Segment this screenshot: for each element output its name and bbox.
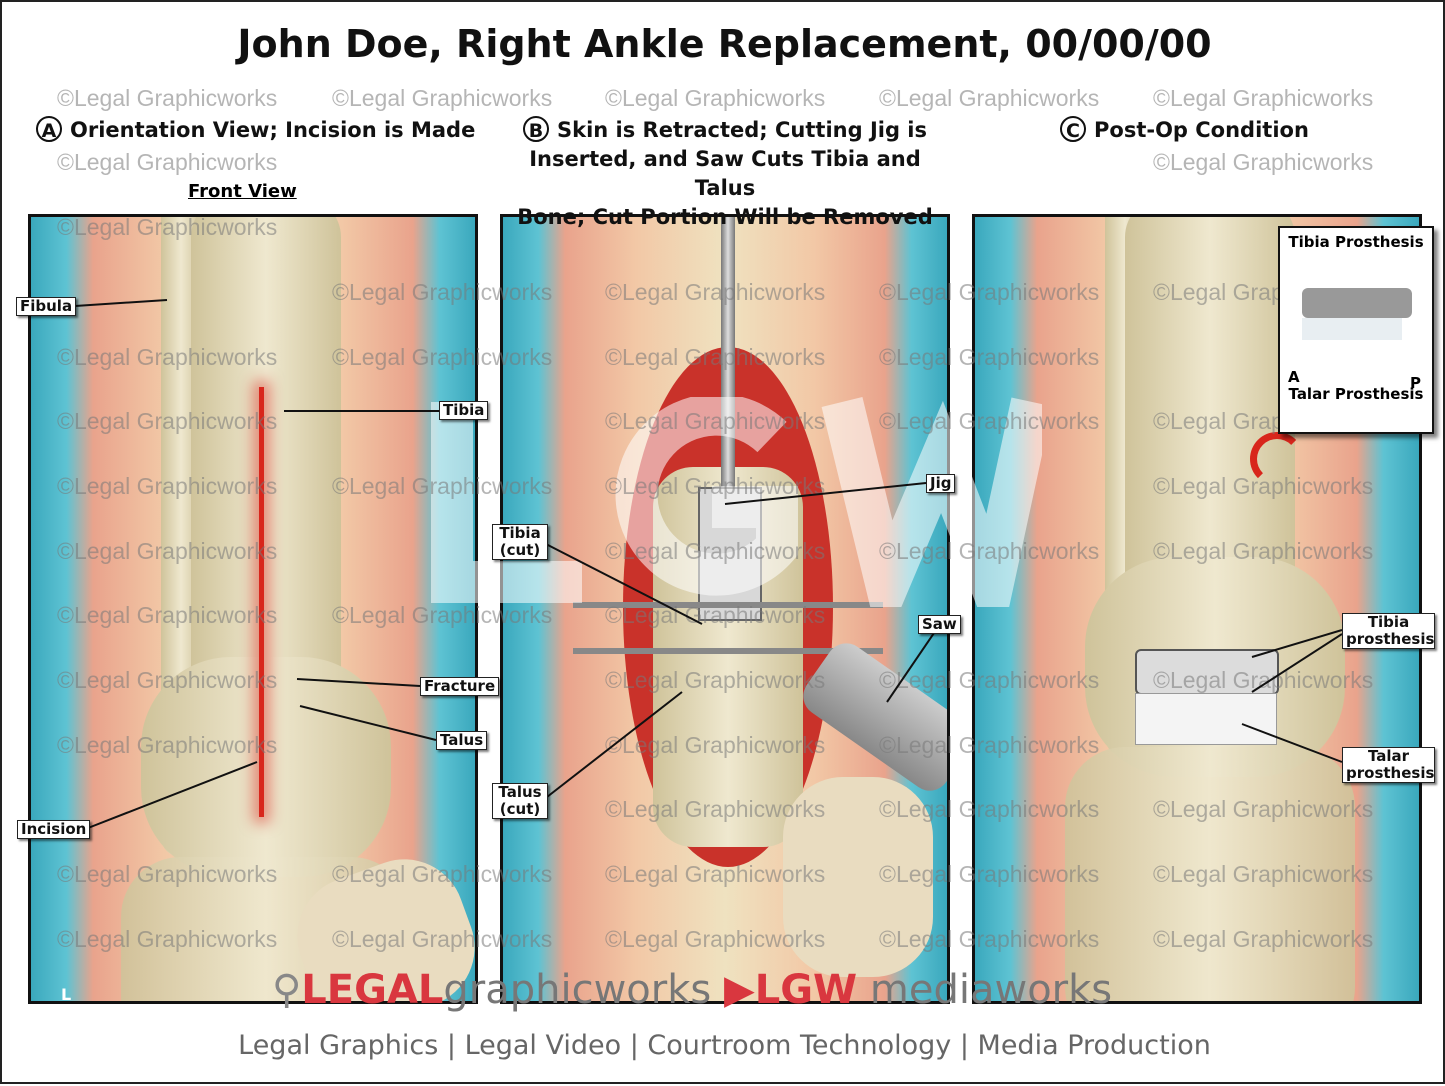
subheading-front-view: Front View (188, 181, 297, 202)
play-icon: ▶ (723, 967, 755, 1013)
tibia-component (1302, 288, 1412, 318)
logo-graphicworks: graphicworks (443, 967, 712, 1013)
label-incision: Incision (17, 820, 91, 839)
retractor (573, 602, 883, 654)
anterior-marker: A (1288, 368, 1300, 386)
label-tibia: Tibia (439, 401, 489, 420)
letter-badge: A (36, 116, 62, 142)
logo-lgw: LGW (754, 967, 858, 1013)
footer-tagline: Legal Graphics | Legal Video | Courtroom… (238, 1030, 1211, 1061)
label-tibia-cut: Tibia (cut) (492, 524, 548, 560)
heading-line: Skin is Retracted; Cutting Jig is (557, 118, 927, 142)
label-fracture: Fracture (420, 677, 500, 696)
label-fibula: Fibula (16, 297, 77, 316)
letter-badge: B (523, 116, 549, 142)
company-logo: ⚲LEGALgraphicworks ▶LGW mediaworks (272, 967, 1112, 1013)
heading-c: C Post-Op Condition (1060, 116, 1309, 145)
heading-text: Orientation View; Incision is Made (70, 118, 476, 142)
label-talus: Talus (436, 731, 488, 750)
heading-line: Bone; Cut Portion Will be Removed (517, 205, 933, 229)
poly-insert (1302, 318, 1402, 340)
incision (259, 387, 264, 817)
heading-line: Inserted, and Saw Cuts Tibia and Talus (529, 147, 921, 200)
magnifier-icon: ⚲ (272, 967, 302, 1013)
label-saw: Saw (918, 615, 961, 634)
label-talus-cut: Talus (cut) (492, 783, 548, 819)
logo-legal: LEGAL (301, 967, 444, 1013)
letter-badge: C (1060, 116, 1086, 142)
label-talar-prosthesis: Talar prosthesis (1342, 747, 1435, 783)
panel-c-illustration (972, 214, 1422, 1004)
rotation-arrow-icon (1250, 432, 1304, 486)
foot-bones (1065, 747, 1355, 1001)
inset-tibia-label: Tibia Prosthesis (1288, 233, 1424, 251)
page-title: John Doe, Right Ankle Replacement, 00/00… (237, 22, 1212, 66)
heading-text: Post-Op Condition (1094, 118, 1309, 142)
label-jig: Jig (926, 474, 956, 493)
panel-a-illustration: L (28, 214, 478, 1004)
prosthesis-inset: Tibia Prosthesis A P Talar Prosthesis (1278, 226, 1434, 434)
gloved-hand (783, 777, 933, 977)
logo-mediaworks: mediaworks (869, 967, 1113, 1013)
posterior-marker: P (1410, 374, 1421, 392)
side-marker: L (61, 985, 72, 1004)
talar-implant (1135, 693, 1277, 745)
label-tibia-prosthesis: Tibia prosthesis (1342, 613, 1435, 649)
ankle-joint (141, 657, 391, 877)
inset-talar-label: Talar Prosthesis (1288, 385, 1424, 403)
heading-b: B Skin is Retracted; Cutting Jig is Inser… (510, 116, 940, 232)
heading-a: A Orientation View; Incision is Made (36, 116, 475, 145)
